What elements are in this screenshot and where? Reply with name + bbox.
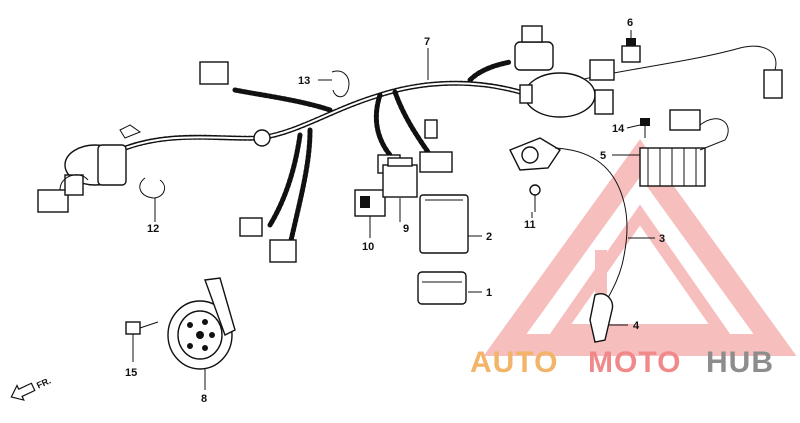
rubber-boot-4	[589, 293, 614, 343]
callout-12: 12	[147, 223, 159, 235]
starter-relay	[514, 25, 615, 118]
callout-7: 7	[424, 36, 430, 48]
callout-13: 13	[298, 75, 310, 87]
ignition-switch	[37, 124, 142, 213]
relay-1	[417, 271, 467, 305]
callout-labels: 1 2 3 4 5 6 7 8 9 10 11 12 13 14 15	[125, 17, 665, 405]
callout-6: 6	[627, 17, 633, 29]
watermark-moto: MOTO	[588, 346, 681, 379]
part-6-connector	[621, 38, 641, 63]
callout-5: 5	[600, 150, 606, 162]
horn-8	[167, 277, 236, 370]
leader-lines	[132, 30, 655, 390]
watermark-text: AUTO MOTO HUB	[470, 346, 774, 379]
callout-4: 4	[633, 320, 640, 332]
front-direction-marker: FR.	[10, 375, 52, 401]
relay-9	[382, 157, 418, 198]
callout-3: 3	[659, 233, 665, 245]
callout-9: 9	[403, 223, 409, 235]
front-label: FR.	[35, 375, 52, 390]
callout-14: 14	[612, 123, 625, 135]
callout-10: 10	[362, 241, 374, 253]
callout-2: 2	[486, 231, 492, 243]
starter-solenoid	[509, 137, 628, 299]
callout-1: 1	[486, 287, 492, 299]
callout-11: 11	[524, 219, 536, 231]
bolt-15	[125, 321, 159, 335]
bolt-11	[529, 184, 541, 212]
control-unit-2	[419, 194, 469, 254]
relay-10	[354, 189, 386, 217]
watermark-hub: HUB	[706, 346, 774, 379]
regulator-rectifier	[639, 109, 729, 187]
callout-15: 15	[125, 367, 137, 379]
right-plug	[763, 69, 783, 99]
watermark-auto: AUTO	[470, 346, 558, 379]
bolt-14	[640, 118, 650, 138]
clip-13	[331, 70, 350, 98]
clip-12	[139, 177, 166, 199]
callout-8: 8	[201, 393, 207, 405]
